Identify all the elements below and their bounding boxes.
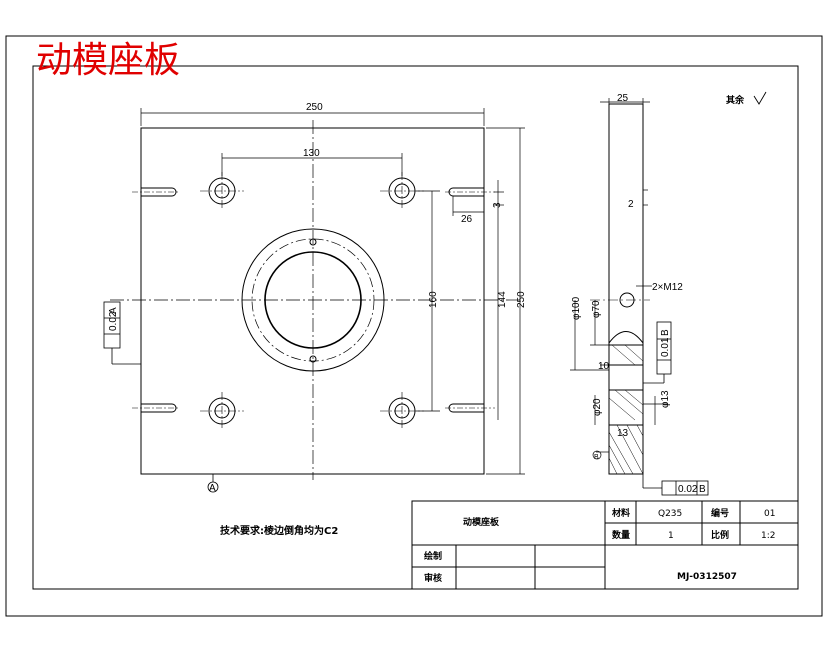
dim-2: 2 (628, 199, 634, 210)
inner-border (32, 65, 799, 590)
tb-drawn-label: 绘制 (424, 550, 442, 562)
thread-hole-top (309, 238, 317, 246)
tb-scale-label: 比例 (711, 529, 729, 541)
datum-b-box-1: B (660, 329, 671, 336)
tb-drawing-no: MJ-0312507 (677, 572, 737, 582)
roughness-rest-label: 其余 (726, 94, 745, 106)
dim-d13: φ13 (660, 390, 671, 408)
dim-144: 144 (497, 291, 508, 308)
bore-outer (241, 228, 385, 372)
tb-material-value: Q235 (658, 509, 682, 519)
bore-inner (264, 251, 362, 349)
front-view (103, 108, 525, 493)
tb-material-label: 材料 (611, 507, 630, 519)
tol-par-b-value: 0.01 (660, 337, 671, 357)
roughness-icon (753, 91, 767, 105)
tol-perp-b-box (642, 474, 709, 496)
dim-d70: φ70 (591, 300, 602, 318)
tol-perp-b-value: 0.02 (678, 484, 698, 495)
outer-border (5, 35, 823, 617)
dim-13: 13 (617, 428, 629, 439)
side-view (570, 98, 709, 496)
plate-outline (140, 127, 485, 475)
tb-part-name: 动模座板 (463, 516, 500, 528)
datum-b-box-2: B (699, 484, 706, 495)
dim-hole-y: 160 (428, 291, 439, 308)
dim-10: 10 (598, 361, 610, 372)
dim-26: 26 (461, 214, 473, 225)
tb-qty-label: 数量 (612, 529, 630, 541)
side-outline (608, 103, 644, 475)
thread-hole-bottom (309, 355, 317, 363)
tb-scale-value: 1:2 (761, 531, 775, 541)
dim-width: 250 (306, 102, 323, 113)
corner-holes (200, 172, 424, 430)
side-dimension-lines (570, 98, 668, 460)
technical-note: 技术要求:棱边倒角均为C2 (220, 524, 338, 537)
thread-hole-side (619, 292, 635, 308)
dim-thickness: 25 (617, 93, 629, 104)
drawing-title: 动模座板 (36, 40, 180, 81)
tb-checked-label: 审核 (424, 572, 442, 584)
section-hatch (608, 331, 644, 475)
dim-d100: φ100 (571, 296, 582, 320)
dim-hole-x: 130 (303, 148, 320, 159)
edge-slots (132, 187, 495, 413)
dim-height: 250 (516, 291, 527, 308)
dim-d20: φ20 (592, 398, 603, 416)
tb-qty-value: 1 (668, 531, 674, 541)
pitch-circle (251, 238, 375, 362)
tb-number-label: 编号 (711, 507, 729, 519)
datum-b-symbol: B (594, 454, 599, 461)
thread-callout: 2×M12 (652, 282, 683, 293)
datum-a-symbol: A (209, 483, 216, 494)
datum-a-callout (103, 301, 219, 493)
dim-3: 3 (492, 202, 503, 208)
tol-perp-a-value: 0.02 (108, 311, 119, 331)
dimension-lines (140, 108, 525, 475)
tol-par-b-box (643, 321, 672, 384)
tb-number-value: 01 (764, 509, 775, 519)
title-block (411, 500, 799, 590)
datum-a-box: A (108, 307, 119, 314)
